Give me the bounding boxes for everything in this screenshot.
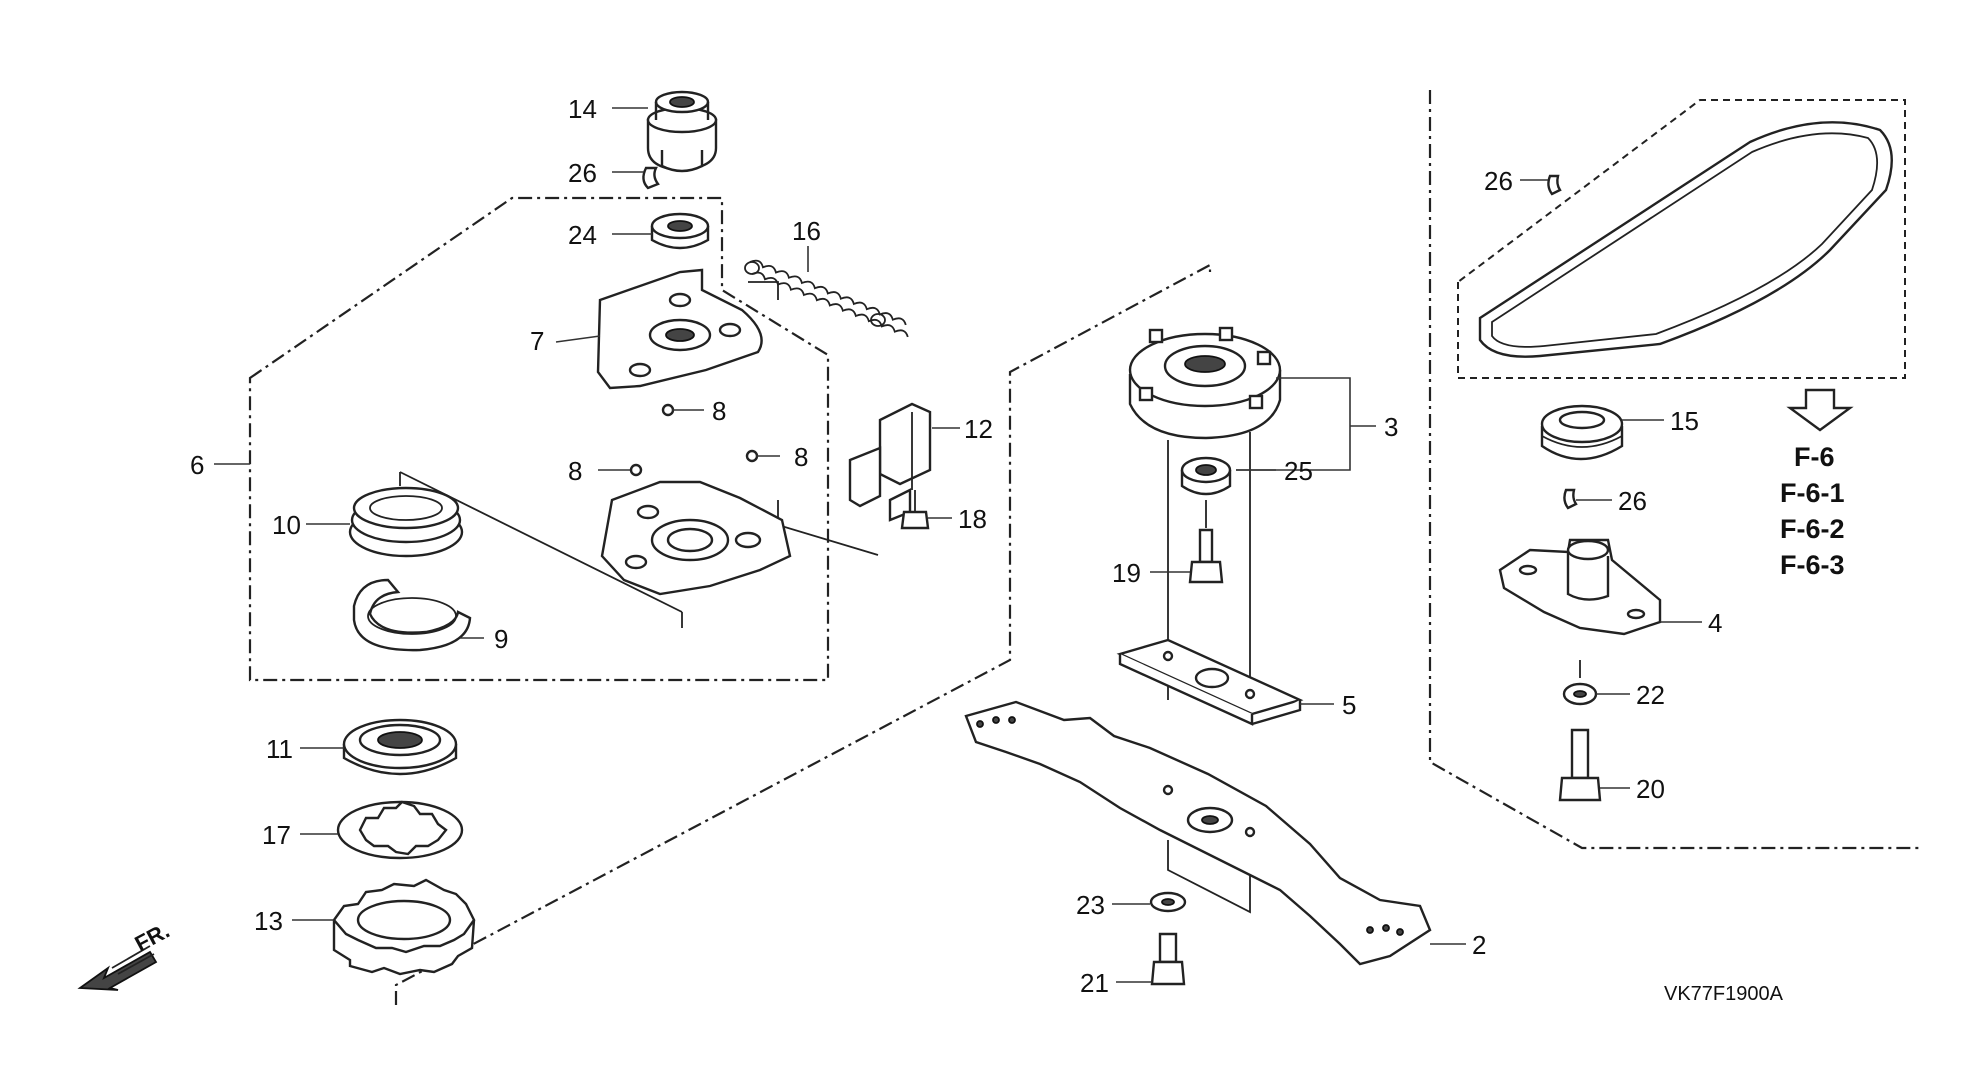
callout-22: 22 [1636,680,1665,710]
part-8-ball [745,449,759,463]
callout-17: 17 [262,820,291,850]
callout-8: 8 [794,442,808,472]
part-5-blade-plate [1116,638,1304,726]
part-20-bolt [1558,728,1602,802]
part-21-bolt [1150,932,1186,986]
callout-15: 15 [1670,406,1699,436]
callout-16: 16 [792,216,821,246]
callout-23: 23 [1076,890,1105,920]
callout-2: 2 [1472,930,1486,960]
part-3-blade-holder [1128,326,1282,440]
part-7-bracket-plate [596,268,763,390]
guide-line [748,281,779,300]
front-direction-arrow-icon [77,945,158,991]
belt [1478,121,1893,358]
callout-26: 26 [1484,166,1513,196]
part-2-mower-blade [964,700,1432,966]
callout-18: 18 [958,504,987,534]
reference-page: F-6-3 [1780,550,1845,580]
part-22-washer [1562,660,1598,706]
reference-page: F-6 [1794,442,1835,472]
part-12-bracket [848,402,932,522]
callout-3: 3 [1384,412,1398,442]
callout-12: 12 [964,414,993,444]
part-24-bearing [650,212,710,250]
callout-8: 8 [712,396,726,426]
direction-label: FR. [131,918,174,957]
assembly-6-outline [248,196,830,682]
part-8-ball [629,463,643,477]
diagram-code: VK77F1900A [1664,983,1784,1005]
assembly-right-outline [1428,90,1920,850]
reference-arrow-icon [1786,388,1854,432]
part-10-spring [348,486,464,558]
callout-20: 20 [1636,774,1665,804]
part-14-idler-pulley [646,90,718,173]
callout-11: 11 [266,734,293,764]
part-26-key [642,166,660,190]
part-19-bolt [1188,500,1224,584]
callout-10: 10 [272,510,301,540]
assembly-center-outline [394,263,1212,1005]
callout-4: 4 [1708,608,1722,638]
part-23-washer [1149,891,1187,913]
part-15-pulley [1540,404,1624,461]
callout-21: 21 [1080,968,1109,998]
part-16-spring [744,259,909,338]
part-8-ball [661,403,675,417]
callout-6: 6 [190,450,204,480]
callout-5: 5 [1342,690,1356,720]
callout-8: 8 [568,456,582,486]
part-13-castle-nut [332,878,476,976]
part-26-key [1563,488,1578,510]
reference-page: F-6-1 [1780,478,1845,508]
callout-13: 13 [254,906,283,936]
callout-25: 25 [1284,456,1313,486]
part-26-key [1547,174,1562,196]
part-25-bearing [1180,456,1232,496]
callout-24: 24 [568,220,597,250]
part-11-drive-disc [342,718,458,776]
part-9-clip [352,578,472,652]
callout-7: 7 [530,326,544,356]
part-17-lock-washer [336,800,464,860]
reference-page: F-6-2 [1780,514,1845,544]
leader-lines [214,107,1702,983]
callout-26: 26 [1618,486,1647,516]
callout-9: 9 [494,624,508,654]
part-4-bracket [1498,538,1662,636]
callout-26: 26 [568,158,597,188]
callout-19: 19 [1112,558,1141,588]
part-18-bolt [900,490,930,530]
lower-plate [600,480,792,596]
callout-14: 14 [568,94,597,124]
